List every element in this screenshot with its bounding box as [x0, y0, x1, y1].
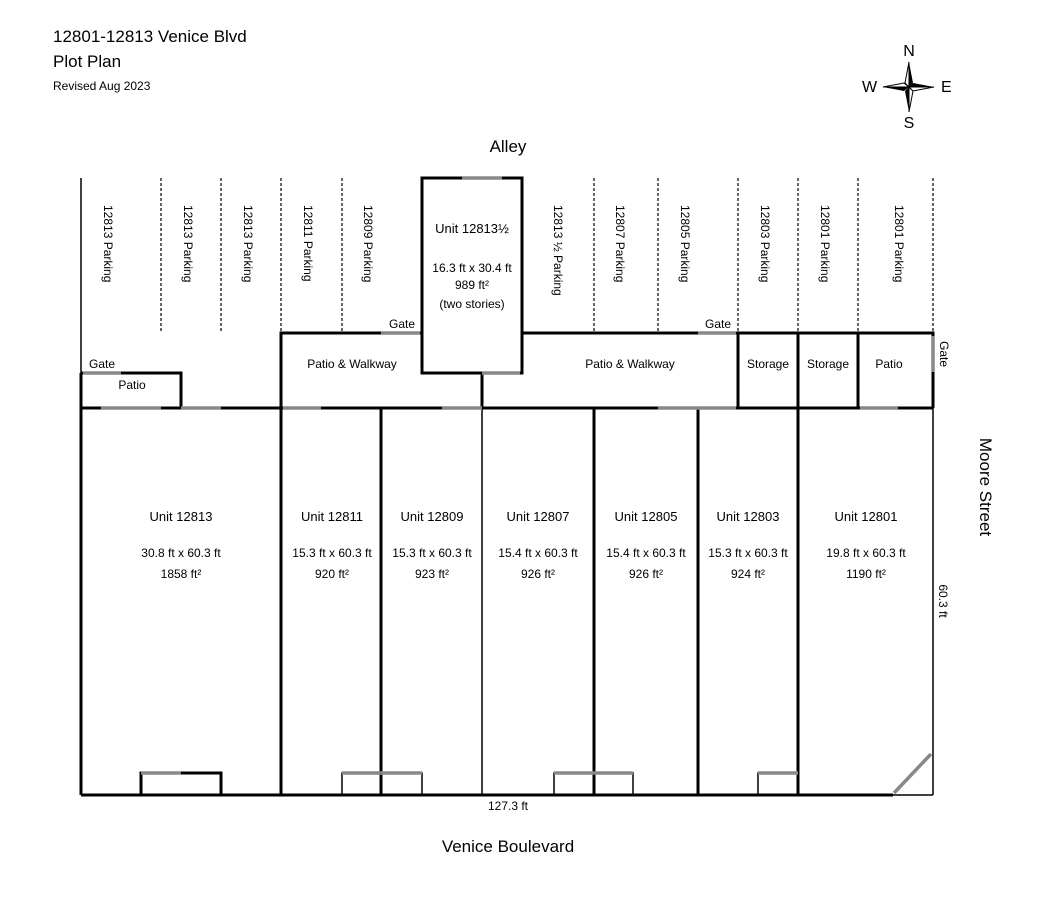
dimension-width: 127.3 ft [488, 799, 529, 813]
compass-rose-icon [882, 61, 935, 113]
rear-unit-area: 989 ft² [455, 278, 489, 292]
unit-12809: Unit 12809 15.3 ft x 60.3 ft 923 ft² [392, 509, 472, 581]
front-units: Unit 12813 30.8 ft x 60.3 ft 1858 ft² Unit… [141, 509, 906, 581]
revision-date: Revised Aug 2023 [53, 79, 151, 93]
gate-label: Gate [89, 357, 115, 371]
compass-north: N [903, 43, 915, 60]
compass-east: E [941, 79, 952, 96]
parking-label: 12803 Parking [758, 205, 772, 282]
unit-area: 1190 ft² [846, 567, 886, 581]
unit-size: 15.4 ft x 60.3 ft [606, 546, 686, 560]
unit-size: 30.8 ft x 60.3 ft [141, 546, 221, 560]
doors [83, 176, 935, 795]
unit-12805: Unit 12805 15.4 ft x 60.3 ft 926 ft² [606, 509, 686, 581]
unit-name: Unit 12805 [615, 509, 678, 524]
unit-name: Unit 12811 [301, 509, 363, 524]
street-alley: Alley [490, 137, 527, 156]
unit-size: 15.3 ft x 60.3 ft [708, 546, 788, 560]
parking-label: 12813 ½ Parking [551, 205, 565, 296]
area-labels: Gate Gate Gate Gate Patio Patio & Walkwa… [89, 317, 951, 392]
unit-12801: Unit 12801 19.8 ft x 60.3 ft 1190 ft² [826, 509, 906, 581]
patio-walkway-label: Patio & Walkway [307, 357, 397, 371]
unit-area: 926 ft² [629, 567, 663, 581]
unit-size: 19.8 ft x 60.3 ft [826, 546, 906, 560]
unit-12811: Unit 12811 15.3 ft x 60.3 ft 920 ft² [292, 509, 372, 581]
gate-label: Gate [937, 341, 951, 367]
parking-label: 12811 Parking [301, 205, 315, 282]
parking-label: 12813 Parking [101, 205, 115, 282]
dimension-depth: 60.3 ft [936, 584, 950, 618]
parking-label: 12813 Parking [241, 205, 255, 282]
unit-area: 924 ft² [731, 567, 765, 581]
unit-name: Unit 12801 [835, 509, 898, 524]
street-venice-boulevard: Venice Boulevard [442, 837, 574, 856]
plan-title: 12801-12813 Venice Blvd [53, 27, 247, 46]
unit-size: 15.3 ft x 60.3 ft [292, 546, 372, 560]
unit-12803: Unit 12803 15.3 ft x 60.3 ft 924 ft² [708, 509, 788, 581]
patio-label: Patio [118, 378, 146, 392]
street-moore-street: Moore Street [976, 438, 995, 537]
unit-name: Unit 12803 [717, 509, 780, 524]
parking-dividers [80, 178, 934, 408]
unit-area: 920 ft² [315, 567, 349, 581]
unit-name: Unit 12807 [507, 509, 570, 524]
gate-label: Gate [389, 317, 415, 331]
parking-label: 12809 Parking [361, 205, 375, 282]
building-walls [79, 176, 935, 797]
rear-unit: Unit 12813½ 16.3 ft x 30.4 ft 989 ft² (t… [432, 221, 512, 311]
unit-12807: Unit 12807 15.4 ft x 60.3 ft 926 ft² [498, 509, 578, 581]
rear-unit-note: (two stories) [439, 297, 504, 311]
parking-label: 12805 Parking [678, 205, 692, 282]
storage-label: Storage [747, 357, 789, 371]
compass-south: S [904, 115, 915, 132]
unit-size: 15.4 ft x 60.3 ft [498, 546, 578, 560]
patio-walkway-label: Patio & Walkway [585, 357, 675, 371]
storage-label: Storage [807, 357, 849, 371]
unit-area: 923 ft² [415, 567, 449, 581]
unit-size: 15.3 ft x 60.3 ft [392, 546, 472, 560]
parking-label: 12807 Parking [613, 205, 627, 282]
parking-label: 12801 Parking [892, 205, 906, 282]
gate-label: Gate [705, 317, 731, 331]
unit-12813: Unit 12813 30.8 ft x 60.3 ft 1858 ft² [141, 509, 221, 581]
unit-name: Unit 12813 [150, 509, 213, 524]
patio-label: Patio [875, 357, 903, 371]
unit-area: 926 ft² [521, 567, 555, 581]
rear-unit-size: 16.3 ft x 30.4 ft [432, 261, 512, 275]
unit-name: Unit 12809 [401, 509, 464, 524]
rear-unit-name: Unit 12813½ [435, 221, 509, 236]
plan-subtitle: Plot Plan [53, 52, 121, 71]
parking-label: 12801 Parking [818, 205, 832, 282]
parking-labels: 12813 Parking 12813 Parking 12813 Parkin… [101, 205, 906, 296]
compass-west: W [862, 79, 878, 96]
unit-area: 1858 ft² [161, 567, 202, 581]
parking-label: 12813 Parking [181, 205, 195, 282]
